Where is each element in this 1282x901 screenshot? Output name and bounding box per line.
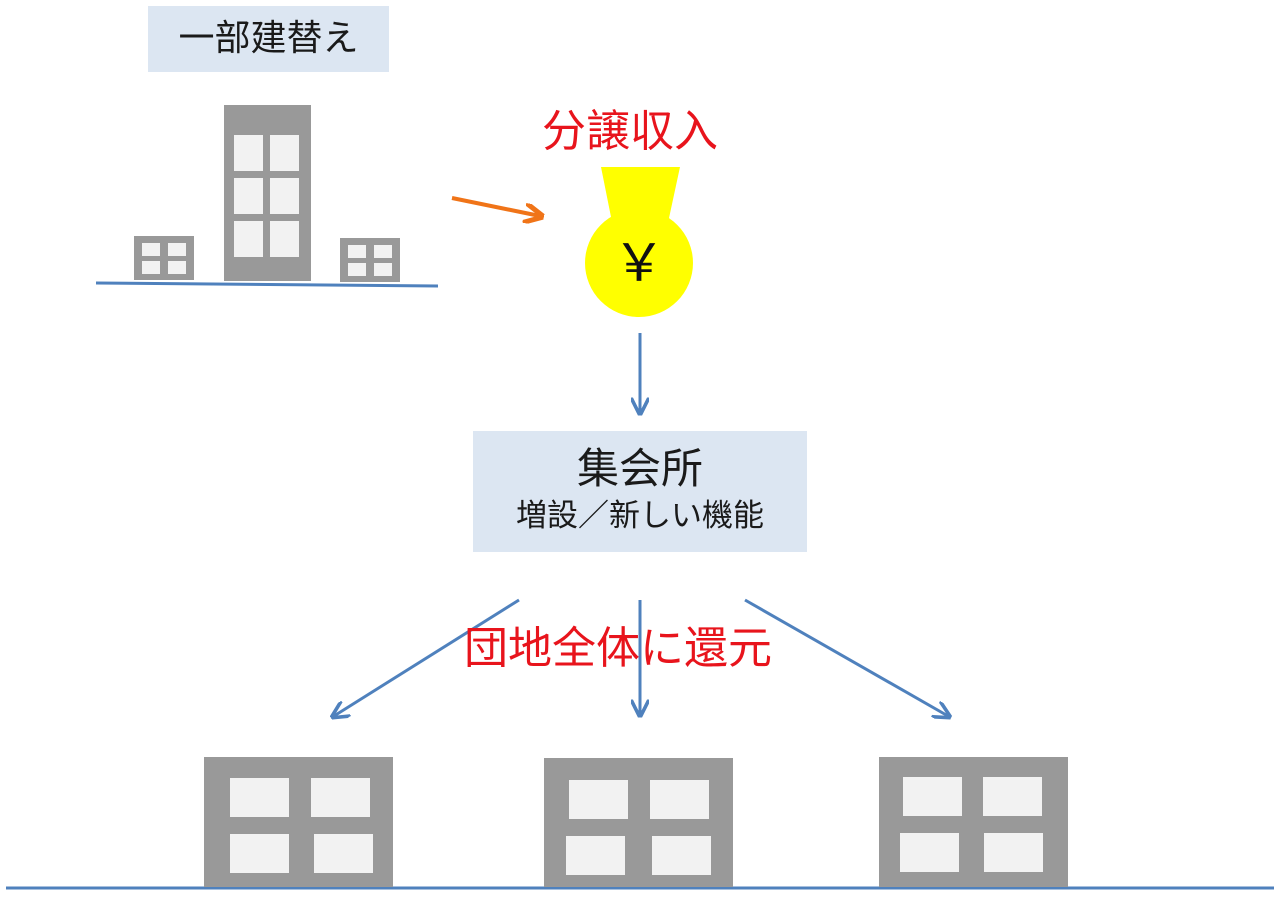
- sale-income-label: 分譲収入: [542, 106, 718, 157]
- tall-building-icon: [224, 105, 311, 281]
- meeting-hall-subtitle: 増設／新しい機能: [516, 498, 764, 534]
- estate-buildings-icon: [6, 757, 1274, 890]
- yen-coin-icon: [585, 167, 693, 317]
- meeting-hall-title: 集会所: [576, 444, 703, 493]
- estate-building-left-icon: [204, 757, 393, 887]
- income-arrow-icon: [451, 196, 540, 216]
- top-ground-line: [95, 281, 439, 288]
- return-to-estate-label: 団地全体に還元: [464, 623, 772, 674]
- small-building-left-icon: [134, 236, 194, 280]
- estate-building-center-icon: [544, 758, 733, 887]
- meeting-hall-box: 集会所 増設／新しい機能: [473, 431, 807, 552]
- yen-symbol: ￥: [612, 234, 665, 294]
- small-building-right-icon: [340, 238, 400, 282]
- estate-building-right-icon: [879, 757, 1068, 887]
- rebuild-label: 一部建替え: [148, 6, 389, 72]
- rebuild-buildings-icon: [95, 105, 439, 288]
- distribute-arrow-left-icon: [334, 598, 520, 716]
- distribute-arrow-right-icon: [744, 598, 948, 716]
